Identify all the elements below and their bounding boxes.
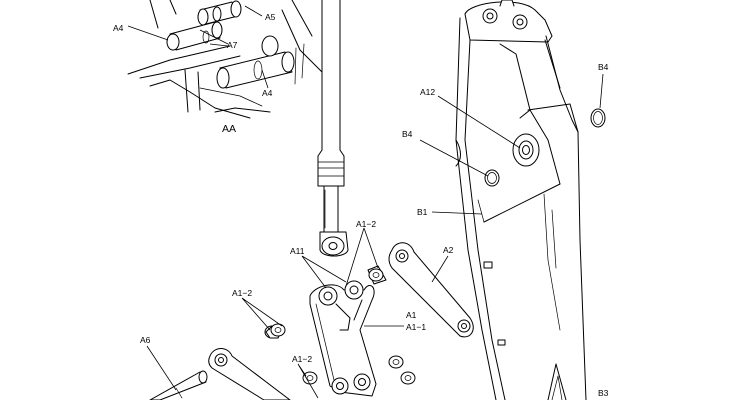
label-a1-2-bottom: A1−2 [292, 354, 312, 364]
label-b1: B1 [417, 207, 428, 217]
label-a11: A11 [290, 246, 305, 256]
bushing-a1-2-bottom [302, 371, 318, 385]
pin-a6 [149, 370, 208, 401]
pin-a4-lower [216, 35, 295, 89]
label-a1-2-left: A1−2 [232, 288, 252, 298]
label-a4-bottom: A4 [262, 88, 273, 98]
oring-b4-right [590, 108, 606, 128]
label-a5: A5 [265, 12, 276, 22]
link-a1 [309, 280, 377, 397]
link-a2 [388, 242, 474, 338]
link-bottom-left [208, 348, 291, 401]
callout-labels: A12 B4 B4 B1 A1−2 A11 A2 A1−2 A1 A1−1 A6… [140, 62, 609, 398]
oring-b4-left [484, 169, 500, 187]
label-b4-right: B4 [598, 62, 609, 72]
label-a1: A1 [406, 310, 417, 320]
label-view-aa: AA [222, 123, 236, 135]
label-a1-2-top: A1−2 [356, 219, 376, 229]
label-a6: A6 [140, 335, 151, 345]
leader-lines [146, 73, 604, 399]
arm-b1 [455, 0, 587, 401]
label-a1-1: A1−1 [406, 322, 426, 332]
label-b4-left: B4 [402, 129, 413, 139]
label-a12: A12 [420, 87, 435, 97]
detail-view-aa: A4 A5 A7 A4 AA [113, 0, 323, 135]
pin-a4-upper [166, 21, 223, 51]
label-a4-top: A4 [113, 23, 124, 33]
label-a7: A7 [227, 40, 238, 50]
bushing-a1-2-left [264, 323, 286, 339]
label-a2: A2 [443, 245, 454, 255]
bushing-a1-2-top [367, 265, 387, 285]
pin-a5 [197, 0, 242, 26]
bushing-a1-2-lower-right [388, 355, 416, 385]
hydraulic-cylinder [317, 0, 349, 257]
label-b3: B3 [598, 388, 609, 398]
